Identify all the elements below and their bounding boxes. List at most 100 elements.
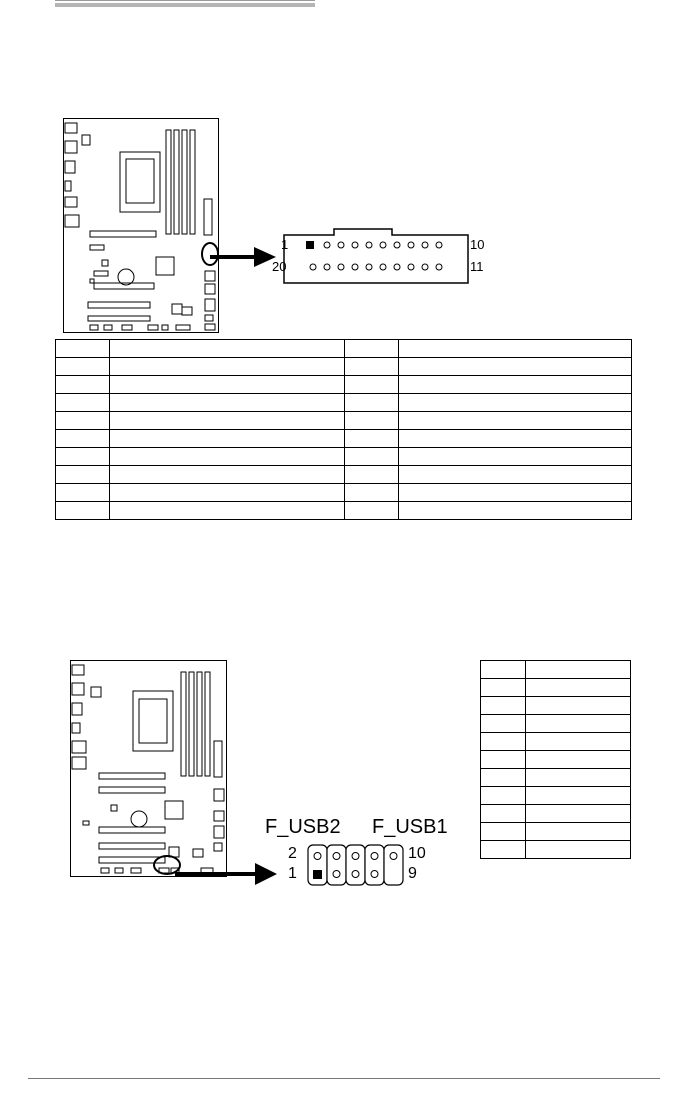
table-cell [525, 822, 631, 841]
table-cell [55, 339, 110, 358]
table-cell [109, 393, 345, 412]
table-cell [398, 465, 632, 484]
table-row [55, 483, 632, 502]
table-cell [109, 447, 345, 466]
table-row [480, 660, 631, 679]
table-cell [344, 447, 399, 466]
table-cell [344, 501, 399, 520]
usb-pin-label-2: 2 [288, 845, 297, 862]
table-cell [480, 786, 526, 805]
table-cell [525, 804, 631, 823]
table-cell [525, 714, 631, 733]
usb-pin-label-1: 1 [288, 865, 297, 882]
table-cell [398, 339, 632, 358]
table-cell [480, 768, 526, 787]
table-cell [55, 447, 110, 466]
pin-label-1: 1 [281, 237, 289, 252]
table-cell [109, 339, 345, 358]
table-cell [525, 678, 631, 697]
table-cell [398, 483, 632, 502]
table-cell [525, 786, 631, 805]
table-cell [398, 393, 632, 412]
pin-label-10: 10 [470, 237, 485, 252]
table-row [480, 714, 631, 733]
table-cell [55, 375, 110, 394]
table-cell [480, 696, 526, 715]
table-cell [109, 483, 345, 502]
table-cell [109, 357, 345, 376]
table-row [480, 696, 631, 715]
table-cell [525, 840, 631, 859]
table-cell [480, 660, 526, 679]
table-cell [480, 804, 526, 823]
table-row [480, 732, 631, 751]
pin-assignment-table-1 [55, 339, 632, 520]
table-cell [525, 660, 631, 679]
table-cell [344, 393, 399, 412]
table-row [55, 339, 632, 358]
table-row [55, 411, 632, 430]
table-row [55, 429, 632, 448]
table-row [480, 750, 631, 769]
table-cell [55, 483, 110, 502]
table-cell [480, 732, 526, 751]
table-cell [398, 501, 632, 520]
table-cell [344, 339, 399, 358]
table-row [55, 357, 632, 376]
table-row [480, 786, 631, 805]
table-row [55, 465, 632, 484]
table-cell [398, 375, 632, 394]
table-cell [55, 357, 110, 376]
table-cell [398, 447, 632, 466]
table-row [480, 822, 631, 841]
table-cell [344, 429, 399, 448]
front-panel-connector-1 [210, 228, 469, 284]
table-row [55, 447, 632, 466]
table-cell [344, 357, 399, 376]
table-cell [525, 768, 631, 787]
table-cell [55, 411, 110, 430]
table-cell [480, 822, 526, 841]
table-cell [109, 411, 345, 430]
motherboard-layout-1 [64, 122, 218, 331]
table-cell [55, 465, 110, 484]
table-row [55, 393, 632, 412]
table-cell [55, 501, 110, 520]
usb-pin-label-10: 10 [408, 845, 426, 862]
table-cell [480, 750, 526, 769]
table-row [480, 804, 631, 823]
table-row [480, 678, 631, 697]
table-cell [344, 465, 399, 484]
table-cell [109, 429, 345, 448]
header-rule [55, 0, 315, 9]
table-cell [344, 483, 399, 502]
usb-pin-label-9: 9 [408, 865, 417, 882]
footer-rule [28, 1078, 660, 1079]
table-cell [480, 678, 526, 697]
table-cell [109, 465, 345, 484]
usb-header-label-f-usb1: F_USB1 [372, 816, 448, 838]
table-cell [55, 429, 110, 448]
table-row [480, 768, 631, 787]
motherboard-diagram-1 [63, 118, 219, 333]
table-cell [480, 714, 526, 733]
table-cell [344, 375, 399, 394]
table-cell [109, 375, 345, 394]
table-cell [344, 411, 399, 430]
motherboard-layout-2 [71, 664, 225, 875]
table-cell [480, 840, 526, 859]
motherboard-diagram-2 [70, 660, 227, 877]
pin-label-11: 11 [470, 259, 484, 274]
table-cell [398, 429, 632, 448]
table-cell [525, 750, 631, 769]
table-cell [109, 501, 345, 520]
table-cell [525, 732, 631, 751]
table-row [480, 840, 631, 859]
table-cell [398, 357, 632, 376]
table-row [55, 501, 632, 520]
table-cell [398, 411, 632, 430]
usb-header-label-f-usb2: F_USB2 [265, 816, 341, 838]
pin-assignment-table-2 [480, 660, 631, 859]
table-cell [525, 696, 631, 715]
front-usb-connector [175, 844, 404, 886]
